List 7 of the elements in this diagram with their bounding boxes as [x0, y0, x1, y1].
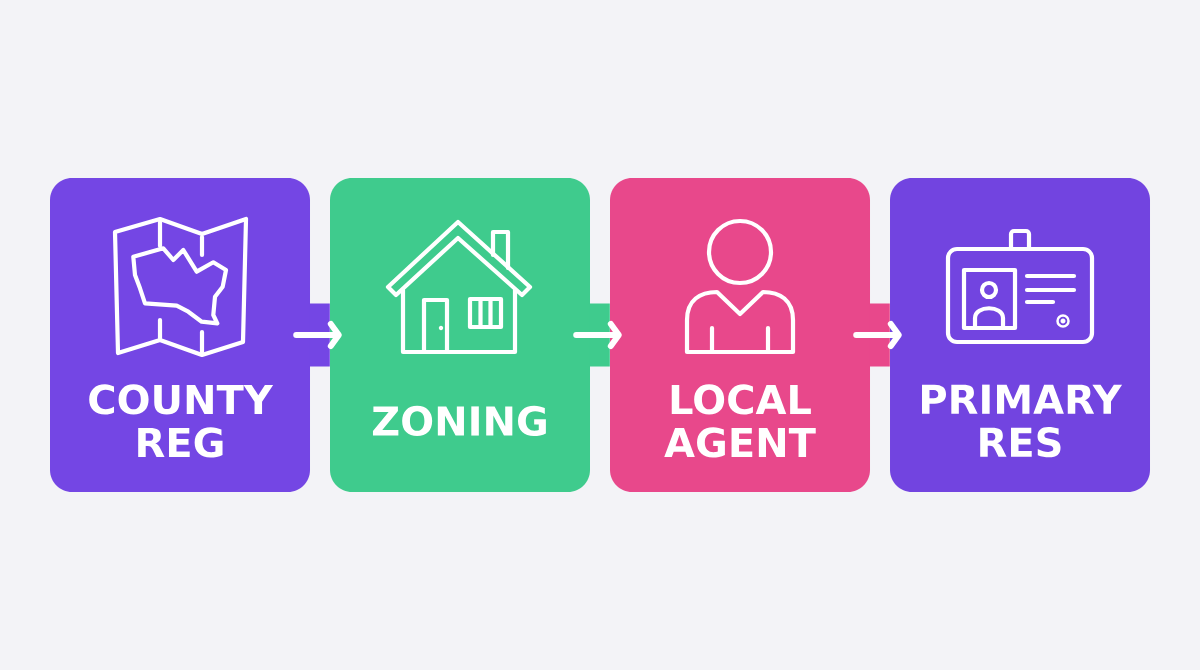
arrow — [293, 321, 342, 349]
arrow — [853, 321, 902, 349]
step-card: ZONING — [330, 178, 590, 492]
step-card: PRIMARY RES — [890, 178, 1150, 492]
step-card: LOCAL AGENT — [610, 178, 870, 492]
step-card: COUNTY REG — [50, 178, 310, 492]
arrow — [573, 321, 622, 349]
